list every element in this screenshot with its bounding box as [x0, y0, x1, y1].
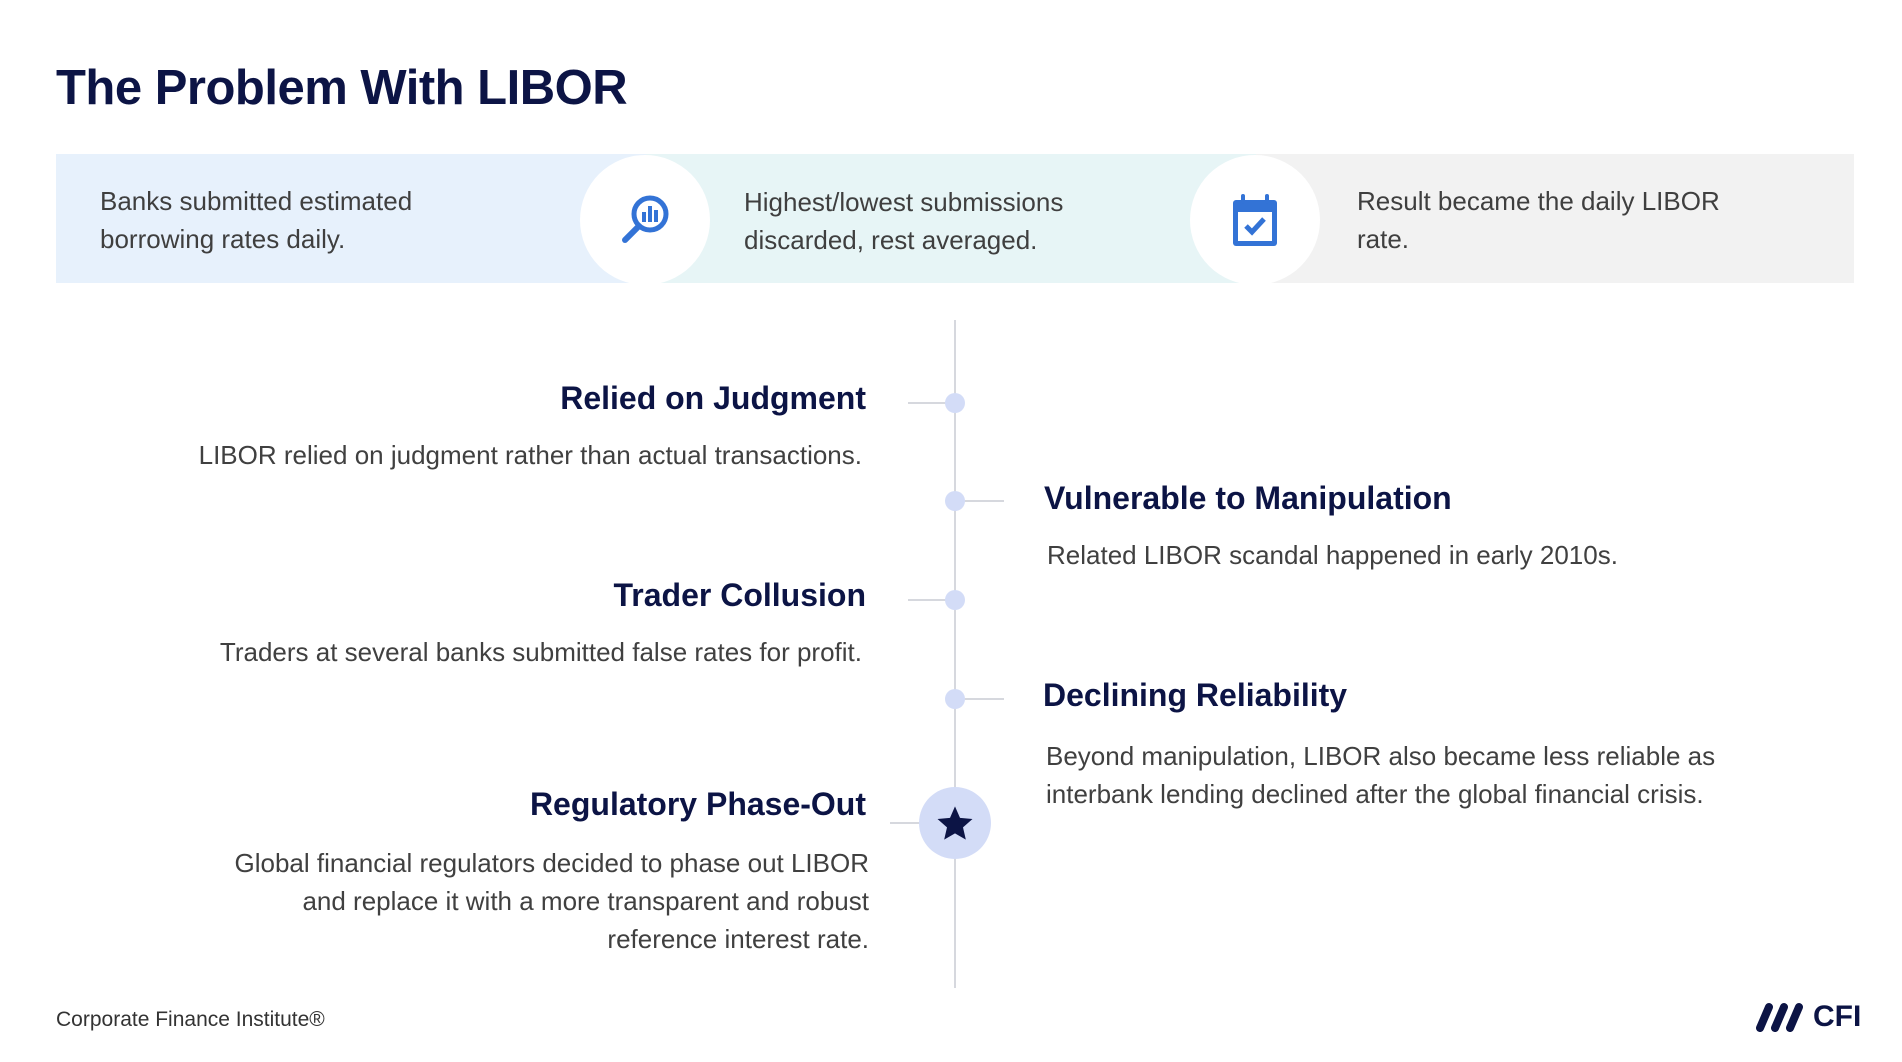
process-step-1-text: Banks submitted estimated borrowing rate… — [100, 186, 413, 254]
cfi-logo: CFI — [1755, 1000, 1861, 1034]
page-title: The Problem With LIBOR — [56, 61, 628, 115]
timeline-heading-2: Vulnerable to Manipulation — [1044, 480, 1452, 516]
star-icon — [919, 787, 991, 859]
timeline-text-2: Related LIBOR scandal happened in early … — [1047, 540, 1618, 570]
connector — [890, 822, 930, 824]
timeline-dot — [945, 590, 965, 610]
timeline-text-3: Traders at several banks submitted false… — [219, 637, 862, 667]
timeline-heading-3: Trader Collusion — [613, 577, 866, 613]
timeline-text-5: Global financial regulators decided to p… — [234, 848, 870, 954]
cfi-logo-text: CFI — [1813, 1000, 1862, 1033]
connector — [962, 698, 1004, 700]
process-step-2 — [646, 154, 1256, 283]
calendar-check-icon — [1190, 155, 1320, 285]
timeline-text-4: Beyond manipulation, LIBOR also became l… — [1046, 741, 1716, 809]
process-step-1 — [56, 154, 646, 283]
timeline-dot — [945, 393, 965, 413]
process-step-2-text: Highest/lowest submissions discarded, re… — [744, 187, 1064, 255]
timeline-text-1: LIBOR relied on judgment rather than act… — [198, 440, 862, 470]
connector — [908, 599, 948, 601]
process-step-3-text: Result became the daily LIBOR rate. — [1357, 186, 1720, 254]
timeline-heading-4: Declining Reliability — [1043, 677, 1348, 713]
footer-company: Corporate Finance Institute® — [56, 1008, 325, 1031]
timeline-heading-1: Relied on Judgment — [560, 380, 866, 416]
timeline-dot — [945, 491, 965, 511]
timeline-axis — [954, 320, 956, 988]
process-step-3 — [1256, 154, 1854, 283]
timeline-dot — [945, 689, 965, 709]
connector — [908, 402, 948, 404]
timeline-heading-5: Regulatory Phase-Out — [529, 786, 866, 822]
connector — [962, 500, 1004, 502]
magnifier-chart-icon — [580, 155, 710, 285]
